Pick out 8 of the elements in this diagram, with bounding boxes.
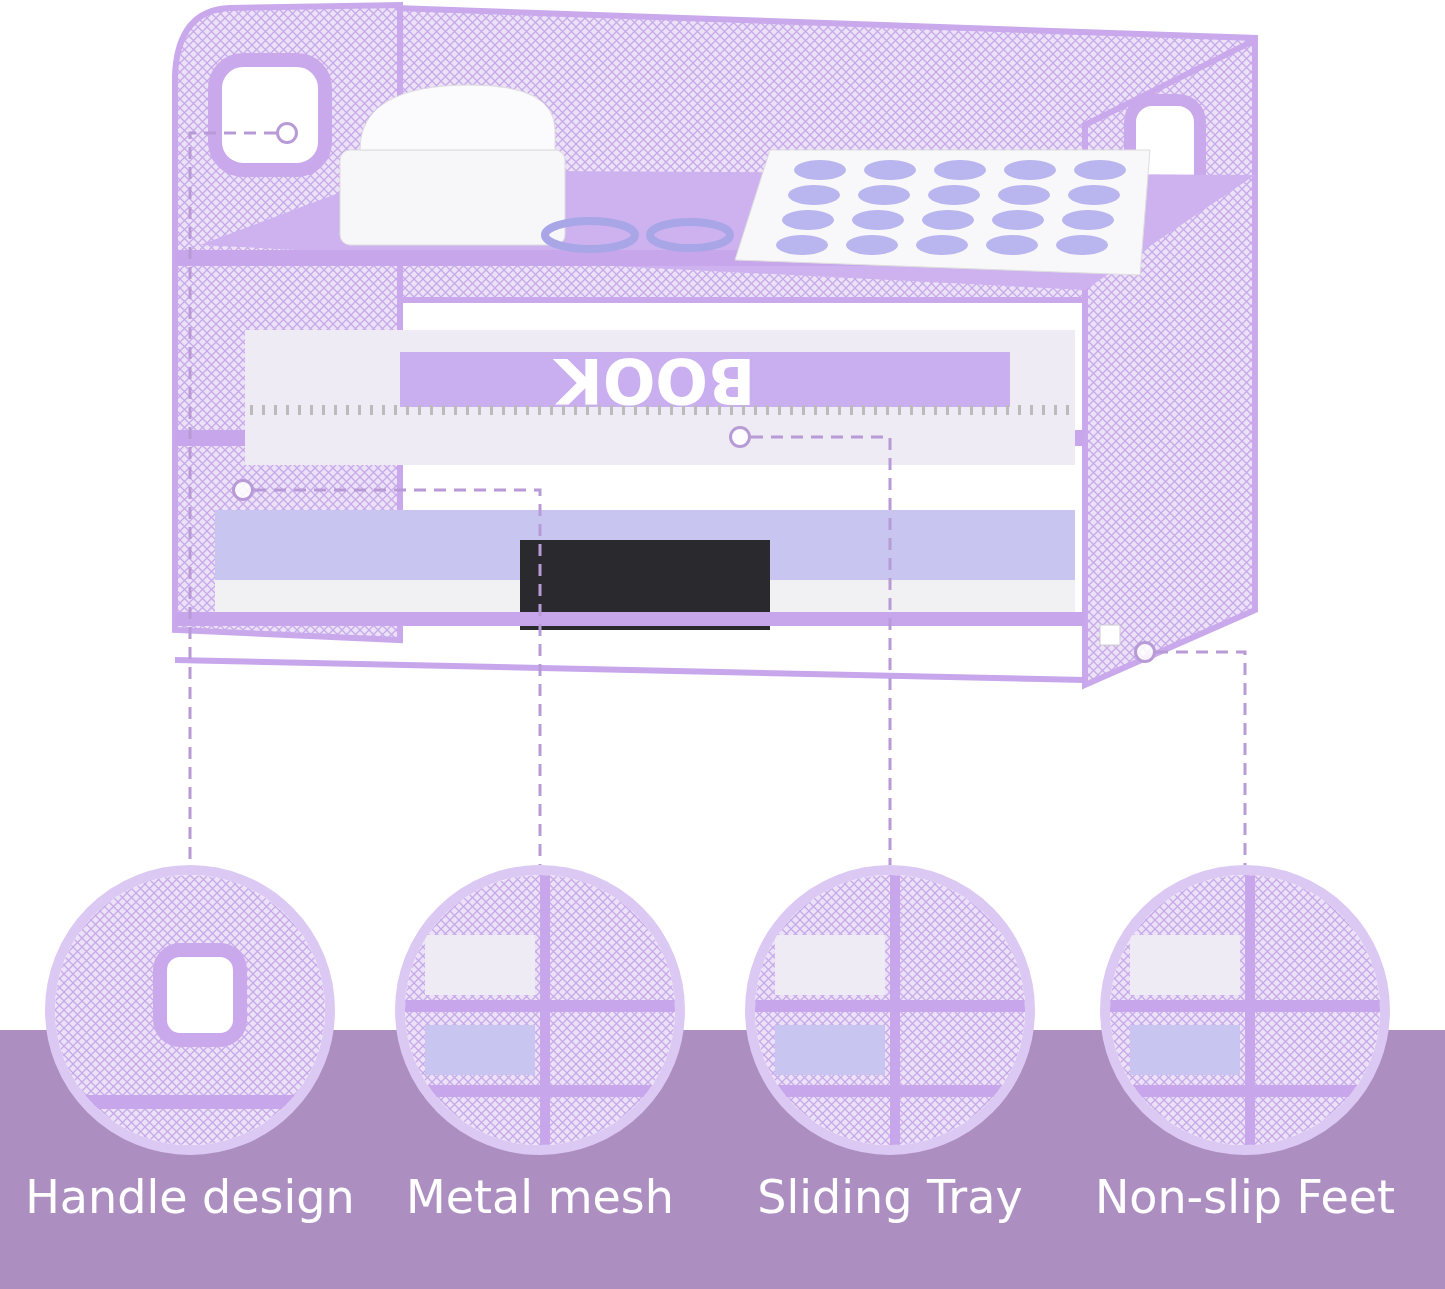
feature-label: Sliding Tray <box>756 1170 1024 1224</box>
feature-label: Handle design <box>24 1170 356 1224</box>
feature-label: Metal mesh <box>405 1170 675 1224</box>
leader-line <box>751 435 892 865</box>
cover-text: BOOK <box>554 344 756 417</box>
leader-line <box>1156 650 1247 865</box>
feature-label: Non-slip Feet <box>1093 1170 1397 1224</box>
leader-line <box>254 488 542 865</box>
